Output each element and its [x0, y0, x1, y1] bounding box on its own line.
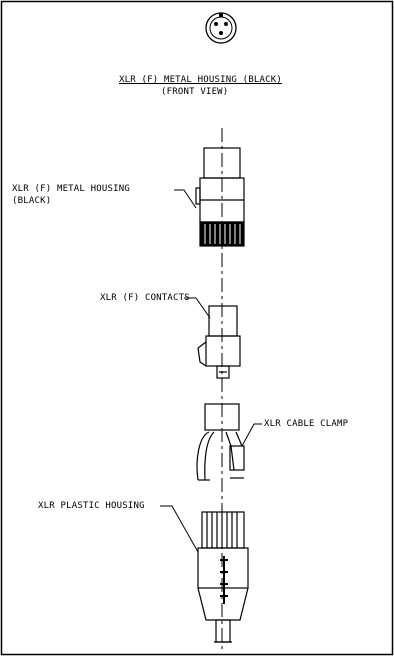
metal-housing-part [195, 147, 245, 247]
front-view-subtitle: (FRONT VIEW) [161, 87, 229, 97]
metal-housing-label-line2: (BLACK) [12, 196, 52, 206]
cable-clamp-label: XLR CABLE CLAMP [264, 419, 349, 429]
contacts-part [197, 305, 241, 379]
plastic-housing-part [197, 511, 249, 643]
front-view-title: XLR (F) METAL HOUSING (BLACK) [119, 75, 282, 85]
connector-front-view-icon [205, 12, 237, 44]
plastic-housing-label: XLR PLASTIC HOUSING [38, 501, 145, 511]
leader-lines [160, 189, 262, 553]
contacts-label: XLR (F) CONTACTS [100, 293, 190, 303]
metal-housing-label-line1: XLR (F) METAL HOUSING [12, 184, 130, 194]
cable-clamp-part [196, 403, 245, 481]
